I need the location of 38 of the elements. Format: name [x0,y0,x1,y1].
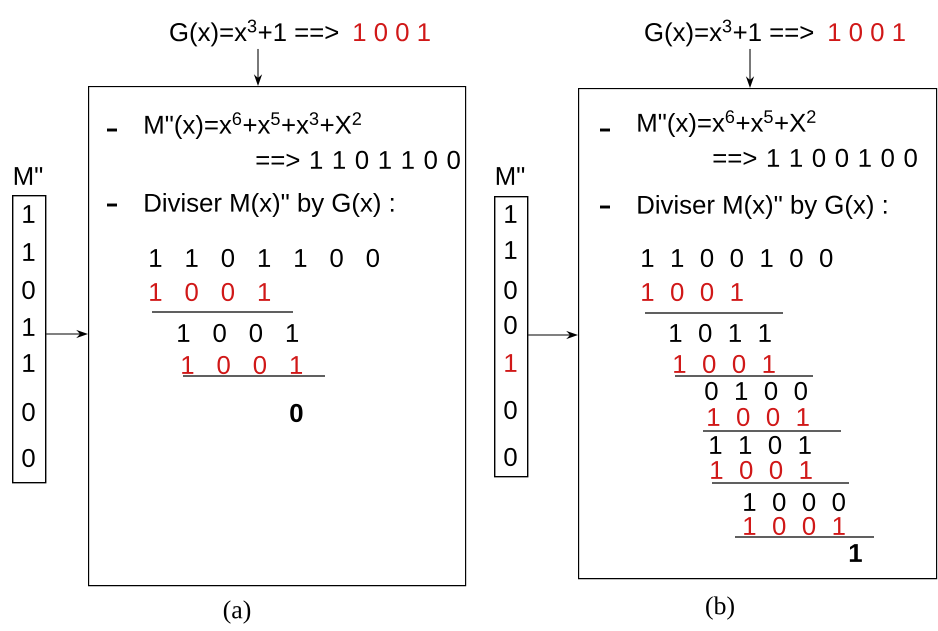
divisor-digits: 1 0 0 1 [674,354,775,374]
bit-digit: 1 [505,205,516,223]
bit-digit: 1 [23,243,34,261]
bit-digit: 1 [505,241,516,259]
bit-digit: 0 [504,316,517,334]
column-heading: M" [496,167,524,185]
divisor-digits: 1 0 0 1 [150,282,270,302]
dividend-digits: 1 0 1 1 [670,324,771,342]
polynomial-text: G(x)=x$^{3}$+1 ==> 1 0 0 1 [645,20,905,46]
bit-digit: 0 [504,400,517,420]
bullet-text: M"(x)=x$^{6}$+x$^{5}$+X$^{2}$ ==> 1 1 0 0 1 0 0 [638,110,917,168]
bit-digit: 0 [22,402,35,422]
bit-digit: 1 [505,354,516,372]
divisor-digits: 1 0 0 1 [182,356,302,374]
bit-digit: 0 [22,280,35,300]
bit-digit: 1 [23,205,34,223]
bullet-text: Diviser M(x)" by G(x) : [638,194,886,220]
bit-digit: 0 [504,448,517,466]
remainder-digit: 0 [290,404,303,422]
remainder-digit: 1 [850,544,862,562]
divisor-digits: 1 0 0 1 [642,282,743,302]
divisor-digits: 1 0 0 1 [711,460,812,480]
divisor-digits: 1 0 0 1 [708,408,809,426]
bit-digit: 1 [23,318,34,336]
dividend-digits: 1 0 0 1 [178,324,298,342]
bullet-text: Diviser M(x)" by G(x) : [145,192,394,218]
dividend-digits: 0 1 0 0 [705,382,807,400]
dividend-digits: 1 0 0 0 [744,492,845,512]
dividend-digits: 1 1 0 0 1 0 0 [642,248,832,268]
dividend-digits: 1 1 0 1 [710,436,811,454]
polynomial-text: G(x)=x$^{3}$+1 ==> 1 0 0 1 [170,20,430,46]
dividend-digits: 1 1 0 1 1 0 0 [150,248,379,268]
bit-digit: 1 [23,354,34,372]
bit-digit: 0 [504,280,517,300]
column-heading: M" [14,167,42,185]
divisor-digits: 1 0 0 1 [744,516,845,536]
bullet-text: M"(x)=x$^{6}$+x$^{5}$+x$^{3}$+X$^{2}$ ==> 1 1 0 1 1 0 0 [145,112,460,170]
bit-digit: 0 [22,448,35,468]
